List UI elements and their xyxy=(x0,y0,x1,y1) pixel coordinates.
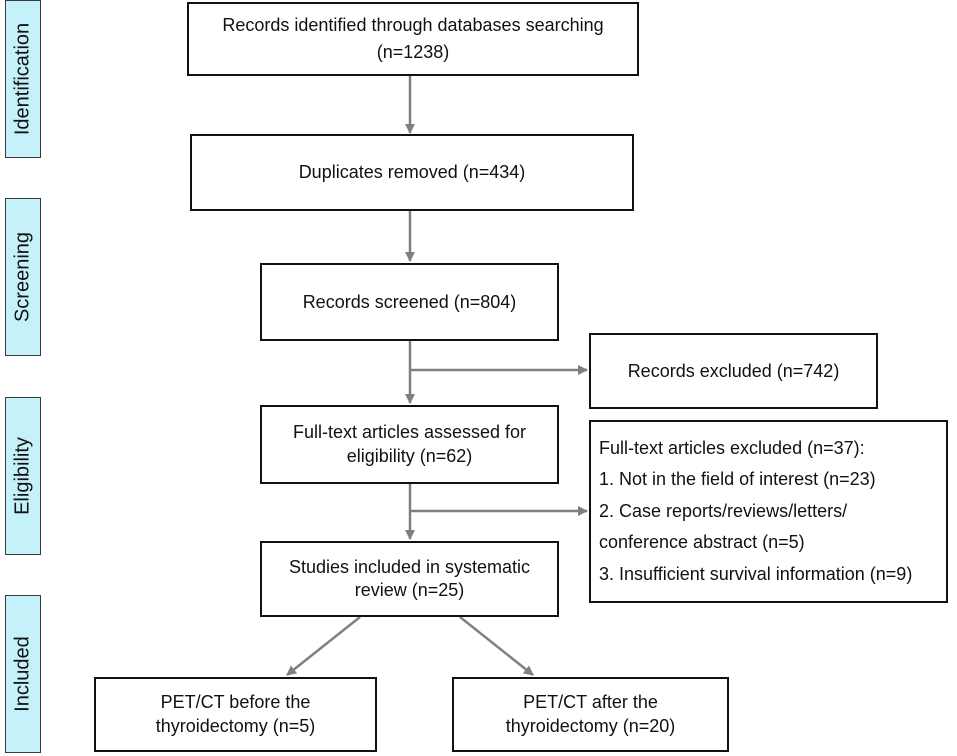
phase-eligibility: Eligibility xyxy=(5,397,41,555)
records-screened-box: Records screened (n=804) xyxy=(260,263,559,341)
pet-ct-before-text-2: thyroidectomy (n=5) xyxy=(155,715,316,736)
duplicates-removed-box: Duplicates removed (n=434) xyxy=(190,134,634,211)
fulltext-excluded-item-4: 3. Insufficient survival information (n=… xyxy=(599,563,913,584)
pet-ct-after-text-1: PET/CT after the xyxy=(523,692,658,713)
fulltext-assessed-text-1: Full-text articles assessed for xyxy=(292,422,527,443)
studies-included-text-1: Studies included in systematic xyxy=(288,556,531,577)
fulltext-excluded-item-2: 2. Case reports/reviews/letters/ xyxy=(599,500,848,521)
records-identified-box: Records identified through databases sea… xyxy=(187,2,639,76)
fulltext-excluded-box: Full-text articles excluded (n=37): 1. N… xyxy=(589,420,948,603)
arrow-included-to-after xyxy=(459,616,534,676)
fulltext-assessed-text-2: eligibility (n=62) xyxy=(346,445,473,466)
studies-included-box: Studies included in systematic review (n… xyxy=(260,541,559,617)
arrow-included-to-before xyxy=(286,616,361,676)
pet-ct-after-box: PET/CT after the thyroidectomy (n=20) xyxy=(452,677,729,752)
phase-included: Included xyxy=(5,595,41,753)
records-identified-text: Records identified through databases sea… xyxy=(222,15,604,35)
phase-identification: Identification xyxy=(5,0,41,158)
records-screened-text: Records screened (n=804) xyxy=(302,291,517,312)
pet-ct-after-text-2: thyroidectomy (n=20) xyxy=(505,715,676,736)
fulltext-excluded-item-1: 1. Not in the field of interest (n=23) xyxy=(599,469,876,490)
duplicates-removed-text: Duplicates removed (n=434) xyxy=(298,162,526,182)
records-identified-count: (n=1238) xyxy=(376,42,450,62)
records-excluded-box: Records excluded (n=742) xyxy=(589,333,878,409)
fulltext-excluded-title: Full-text articles excluded (n=37): xyxy=(599,437,865,458)
fulltext-assessed-box: Full-text articles assessed for eligibil… xyxy=(260,405,559,484)
records-excluded-text: Records excluded (n=742) xyxy=(627,360,840,381)
fulltext-excluded-item-3: conference abstract (n=5) xyxy=(599,532,805,553)
studies-included-text-2: review (n=25) xyxy=(354,580,465,600)
phase-screening: Screening xyxy=(5,198,41,356)
pet-ct-before-box: PET/CT before the thyroidectomy (n=5) xyxy=(94,677,377,752)
pet-ct-before-text-1: PET/CT before the xyxy=(160,692,311,713)
